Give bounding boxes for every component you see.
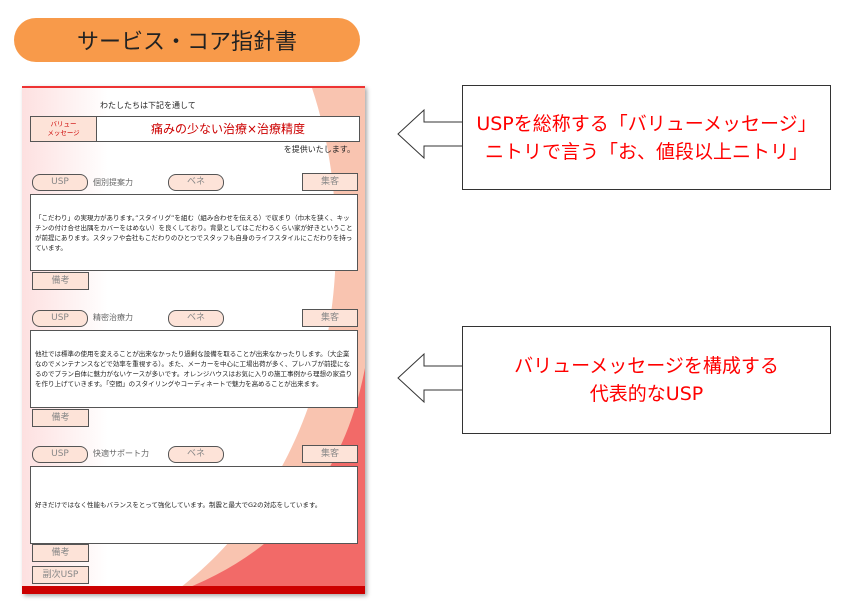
attract-button[interactable]: 集客 <box>302 173 358 191</box>
value-message-label: バリューメッセージ <box>31 117 97 141</box>
callout-line: USPを総称する「バリューメッセージ」 <box>476 112 817 135</box>
intro-text: わたしたちは下記を通して <box>100 101 196 110</box>
value-message: 痛みの少ない治療×治療精度 <box>150 122 306 136</box>
usp-text: 好きだけではなく性能もバランスをとって強化しています。制震と最大でG2の対応をし… <box>35 501 322 509</box>
usp-text-box[interactable]: 好きだけではなく性能もバランスをとって強化しています。制震と最大でG2の対応をし… <box>30 466 358 544</box>
usp-name: 精密治療力 <box>93 313 133 322</box>
attract-button[interactable]: 集客 <box>302 445 358 463</box>
callout-line: バリューメッセージを構成する <box>514 355 779 377</box>
sub-usp-button[interactable]: 副次USP <box>32 566 89 584</box>
callout-value-message: USPを総称する「バリューメッセージ」 ニトリで言う「お、値段以上ニトリ」 <box>462 85 831 190</box>
page-title: サービス・コア指針書 <box>14 18 360 62</box>
usp-pill[interactable]: USP <box>32 174 88 191</box>
bene-pill[interactable]: ベネ <box>168 446 224 463</box>
usp-name: 快適サポート力 <box>93 449 149 458</box>
note-button[interactable]: 備考 <box>32 544 89 562</box>
callout-line: ニトリで言う「お、値段以上ニトリ」 <box>484 140 808 163</box>
service-core-document: わたしたちは下記を通して バリューメッセージ 痛みの少ない治療×治療精度 を提供… <box>22 86 365 594</box>
bene-pill[interactable]: ベネ <box>168 174 224 191</box>
callout-usp: バリューメッセージを構成する 代表的なUSP <box>462 326 831 434</box>
arrow-left-icon <box>397 352 465 404</box>
value-label-line2: メッセージ <box>47 129 80 137</box>
attract-button[interactable]: 集客 <box>302 309 358 327</box>
usp-text: 「こだわり」の実現力があります。”スタイリグ”を組む（組み合わせを伝える）で収ま… <box>35 213 353 252</box>
outro-text: を提供いたします。 <box>283 145 355 154</box>
value-message-row: バリューメッセージ 痛みの少ない治療×治療精度 <box>30 116 360 142</box>
usp-text: 他社では標準の使用を変えることが出来なかったり過剰な設備を取ることが出来なかった… <box>35 350 352 388</box>
callout-line: 代表的なUSP <box>589 383 704 405</box>
usp-text-box[interactable]: 他社では標準の使用を変えることが出来なかったり過剰な設備を取ることが出来なかった… <box>30 330 358 408</box>
value-label-line1: バリュー <box>50 120 77 128</box>
usp-pill[interactable]: USP <box>32 446 88 463</box>
usp-name: 個別提案力 <box>93 178 133 187</box>
arrow-left-icon <box>397 108 465 160</box>
bene-pill[interactable]: ベネ <box>168 310 224 327</box>
usp-pill[interactable]: USP <box>32 310 88 327</box>
usp-text-box[interactable]: 「こだわり」の実現力があります。”スタイリグ”を組む（組み合わせを伝える）で収ま… <box>30 194 358 271</box>
note-button[interactable]: 備考 <box>32 409 89 427</box>
note-button[interactable]: 備考 <box>32 272 89 290</box>
